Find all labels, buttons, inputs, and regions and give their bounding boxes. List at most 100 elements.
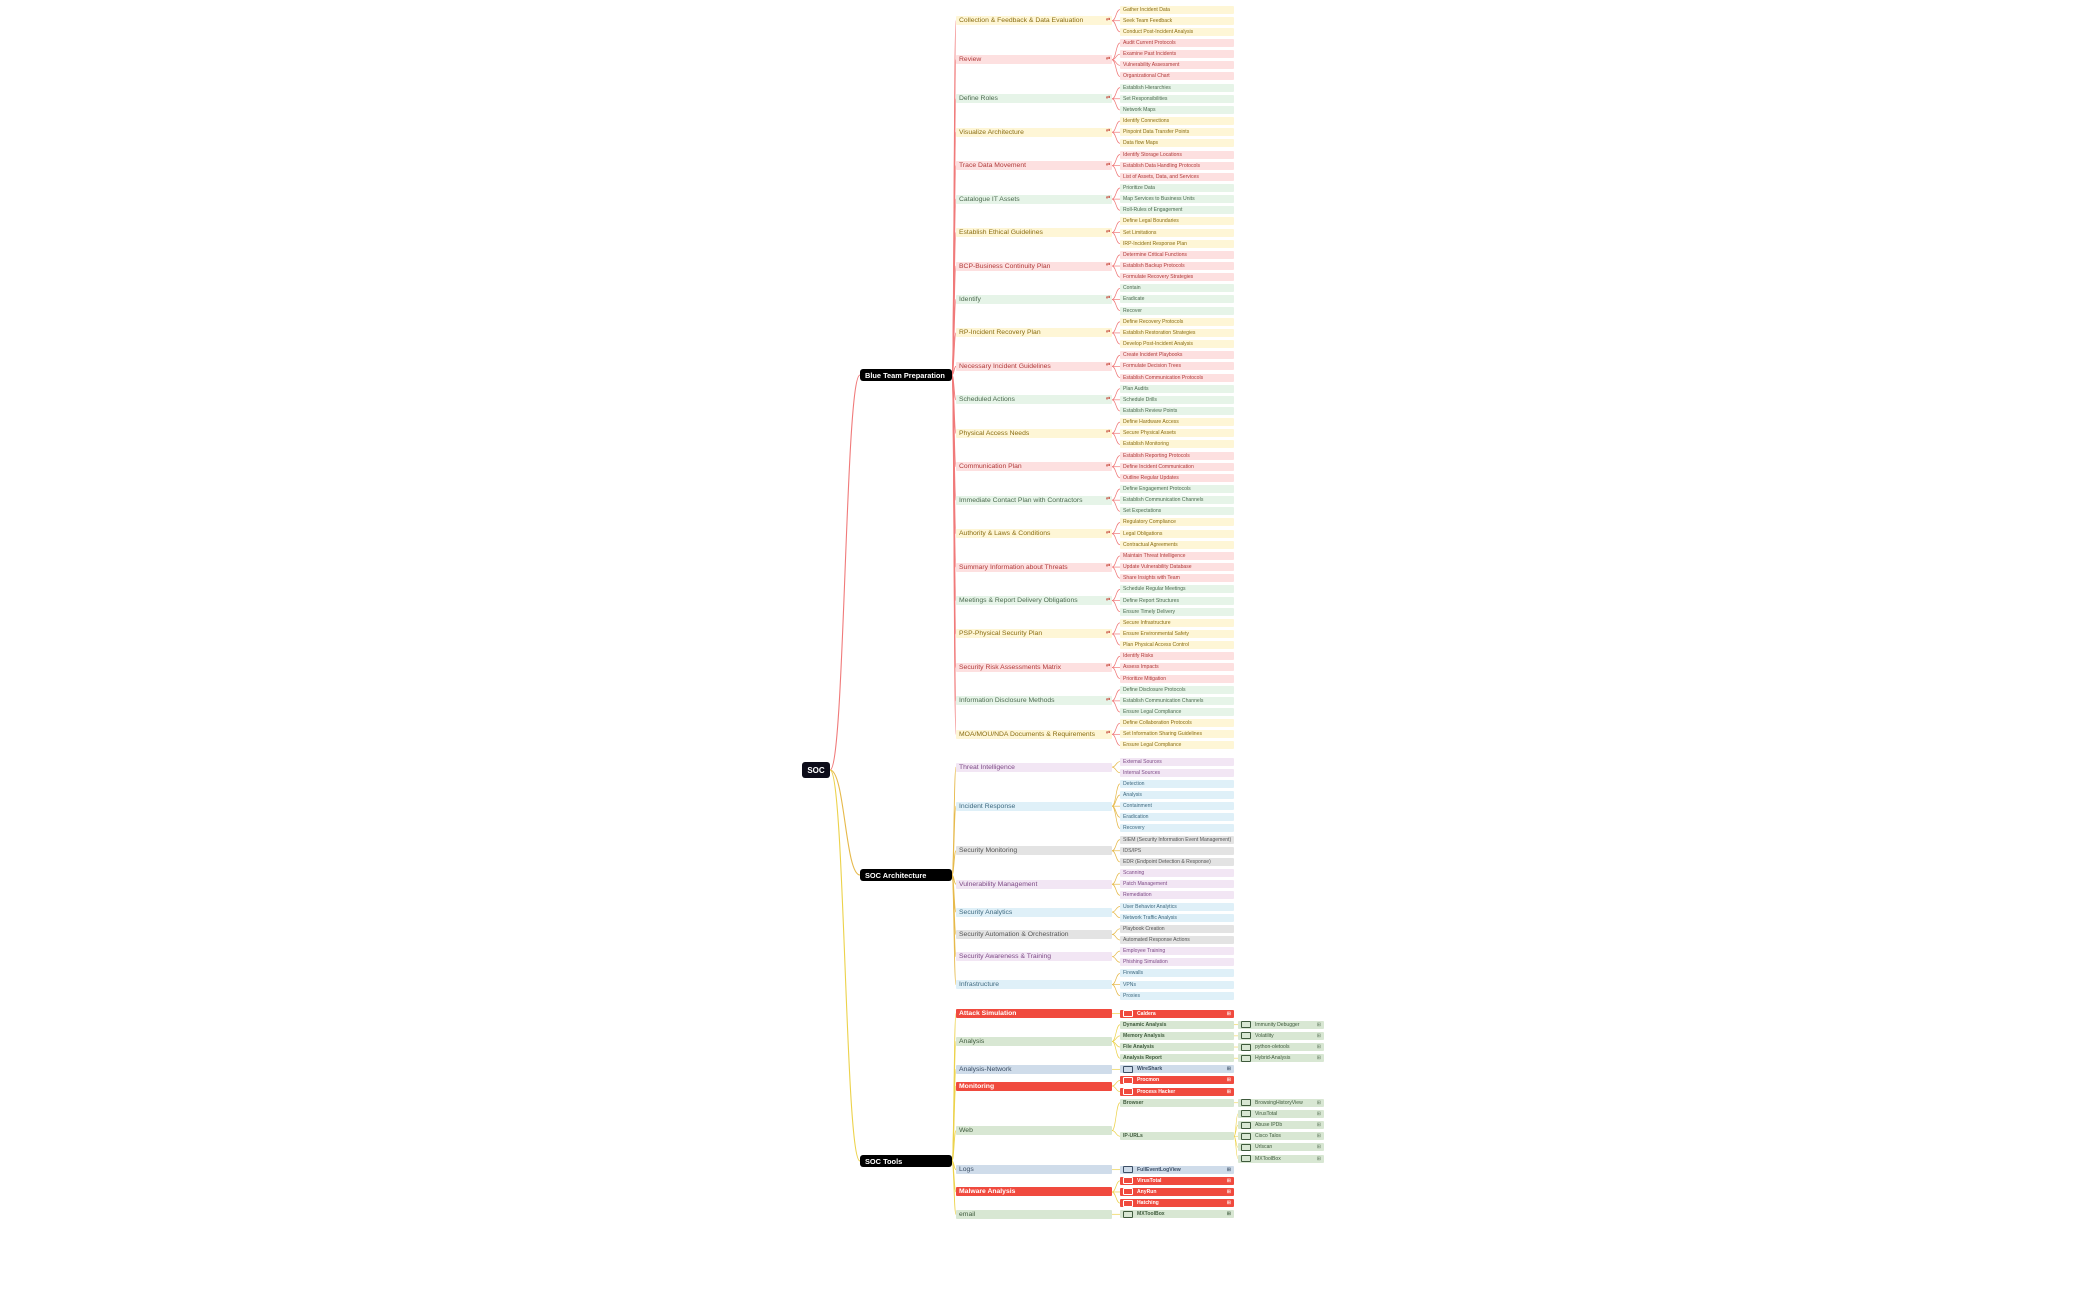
topic-infrastructure[interactable]: Infrastructure xyxy=(956,980,1112,990)
topic-authority-laws-conditions[interactable]: Authority & Laws & Conditions xyxy=(956,529,1112,539)
subtopic-vulnerability-assessment[interactable]: Vulnerability Assessment xyxy=(1120,61,1234,70)
subtopic-ids-ips[interactable]: IDS/IPS xyxy=(1120,846,1234,855)
tool-hybrid-analysis[interactable]: ⊞Hybrid-Analysis xyxy=(1238,1054,1324,1063)
subtopic-examine-past-incidents[interactable]: Examine Past Incidents xyxy=(1120,50,1234,59)
subtopic-pinpoint-data-transfer-points[interactable]: Pinpoint Data Transfer Points xyxy=(1120,128,1234,137)
subtopic-define-recovery-protocols[interactable]: Define Recovery Protocols xyxy=(1120,317,1234,326)
subtopic-establish-review-points[interactable]: Establish Review Points xyxy=(1120,406,1234,415)
subtopic-create-incident-playbooks[interactable]: Create Incident Playbooks xyxy=(1120,351,1234,360)
subtopic-fulleventlogview[interactable]: ⊞FullEventLogView xyxy=(1120,1165,1234,1174)
subtopic-siem-security-information-event-management[interactable]: SIEM (Security Information Event Managem… xyxy=(1120,835,1234,844)
topic-immediate-contact-plan-with-contractors[interactable]: Immediate Contact Plan with Contractors xyxy=(956,495,1112,505)
topic-analysis-network[interactable]: Analysis-Network xyxy=(956,1064,1112,1074)
tool-abuse-ipdb[interactable]: ⊞Abuse IPDb xyxy=(1238,1121,1324,1130)
tool-cisco-talos[interactable]: ⊞Cisco Talos xyxy=(1238,1132,1324,1141)
subtopic-wireshark[interactable]: ⊞WireShark xyxy=(1120,1065,1234,1074)
subtopic-recovery[interactable]: Recovery xyxy=(1120,824,1234,833)
subtopic-define-collaboration-protocols[interactable]: Define Collaboration Protocols xyxy=(1120,719,1234,728)
topic-logs[interactable]: Logs xyxy=(956,1165,1112,1175)
subtopic-phishing-simulation[interactable]: Phishing Simulation xyxy=(1120,958,1234,967)
subtopic-proxies[interactable]: Proxies xyxy=(1120,991,1234,1000)
subtopic-set-information-sharing-guidelines[interactable]: Set Information Sharing Guidelines xyxy=(1120,730,1234,739)
topic-catalogue-it-assets[interactable]: Catalogue IT Assets xyxy=(956,194,1112,204)
subtopic-establish-reporting-protocols[interactable]: Establish Reporting Protocols xyxy=(1120,451,1234,460)
subtopic-ensure-legal-compliance[interactable]: Ensure Legal Compliance xyxy=(1120,741,1234,750)
subtopic-develop-post-incident-analysis[interactable]: Develop Post-Incident Analysis xyxy=(1120,340,1234,349)
subtopic-hatching[interactable]: ⊞Hatching xyxy=(1120,1199,1234,1208)
topic-malware-analysis[interactable]: Malware Analysis xyxy=(956,1187,1112,1197)
subtopic-set-limitations[interactable]: Set Limitations xyxy=(1120,228,1234,237)
subtopic-list-of-assets-data-and-services[interactable]: List of Assets, Data, and Services xyxy=(1120,172,1234,181)
subtopic-establish-communication-channels[interactable]: Establish Communication Channels xyxy=(1120,696,1234,705)
topic-moa-mou-nda-documents-requirements[interactable]: MOA/MOU/NDA Documents & Requirements xyxy=(956,729,1112,739)
topic-scheduled-actions[interactable]: Scheduled Actions xyxy=(956,395,1112,405)
subtopic-eradication[interactable]: Eradication xyxy=(1120,813,1234,822)
subtopic-define-legal-boundaries[interactable]: Define Legal Boundaries xyxy=(1120,217,1234,226)
subtopic-establish-monitoring[interactable]: Establish Monitoring xyxy=(1120,440,1234,449)
topic-collection-feedback-data-evaluation[interactable]: Collection & Feedback & Data Evaluation xyxy=(956,16,1112,26)
subtopic-determine-critical-functions[interactable]: Determine Critical Functions xyxy=(1120,250,1234,259)
subtopic-remediation[interactable]: Remediation xyxy=(1120,891,1234,900)
tool-immunity-debugger[interactable]: ⊞Immunity Debugger xyxy=(1238,1020,1324,1029)
subtopic-memory-analysis[interactable]: Memory Analysis xyxy=(1120,1031,1234,1040)
subtopic-containment[interactable]: Containment xyxy=(1120,802,1234,811)
topic-incident-response[interactable]: Incident Response xyxy=(956,801,1112,811)
subtopic-define-disclosure-protocols[interactable]: Define Disclosure Protocols xyxy=(1120,685,1234,694)
topic-rp-incident-recovery-plan[interactable]: RP-Incident Recovery Plan xyxy=(956,328,1112,338)
subtopic-anyrun[interactable]: ⊞AnyRun xyxy=(1120,1187,1234,1196)
subtopic-secure-physical-assets[interactable]: Secure Physical Assets xyxy=(1120,429,1234,438)
branch-soc-tools[interactable]: SOC Tools xyxy=(860,1155,952,1167)
subtopic-irp-incident-response-plan[interactable]: IRP-Incident Response Plan xyxy=(1120,239,1234,248)
subtopic-automated-response-actions[interactable]: Automated Response Actions xyxy=(1120,935,1234,944)
subtopic-gather-incident-data[interactable]: Gather Incident Data xyxy=(1120,5,1234,14)
subtopic-establish-backup-protocols[interactable]: Establish Backup Protocols xyxy=(1120,262,1234,271)
topic-threat-intelligence[interactable]: Threat Intelligence xyxy=(956,762,1112,772)
topic-security-risk-assessments-matrix[interactable]: Security Risk Assessments Matrix xyxy=(956,662,1112,672)
subtopic-analysis[interactable]: Analysis xyxy=(1120,791,1234,800)
subtopic-formulate-recovery-strategies[interactable]: Formulate Recovery Strategies xyxy=(1120,273,1234,282)
topic-visualize-architecture[interactable]: Visualize Architecture xyxy=(956,127,1112,137)
subtopic-define-hardware-access[interactable]: Define Hardware Access xyxy=(1120,418,1234,427)
topic-analysis[interactable]: Analysis xyxy=(956,1036,1112,1046)
subtopic-file-analysis[interactable]: File Analysis xyxy=(1120,1043,1234,1052)
topic-trace-data-movement[interactable]: Trace Data Movement xyxy=(956,161,1112,171)
subtopic-analysis-report[interactable]: Analysis Report xyxy=(1120,1054,1234,1063)
subtopic-ensure-timely-delivery[interactable]: Ensure Timely Delivery xyxy=(1120,607,1234,616)
topic-security-monitoring[interactable]: Security Monitoring xyxy=(956,846,1112,856)
subtopic-roll-rules-of-engagement[interactable]: Roll-Rules of Engagement xyxy=(1120,206,1234,215)
subtopic-caldera[interactable]: ⊞Caldera xyxy=(1120,1009,1234,1018)
subtopic-seek-team-feedback[interactable]: Seek Team Feedback xyxy=(1120,16,1234,25)
subtopic-detection[interactable]: Detection xyxy=(1120,779,1234,788)
subtopic-establish-hierarchies[interactable]: Establish Hierarchies xyxy=(1120,83,1234,92)
subtopic-plan-physical-access-control[interactable]: Plan Physical Access Control xyxy=(1120,641,1234,650)
subtopic-procmon[interactable]: ⊞Procmon xyxy=(1120,1076,1234,1085)
subtopic-establish-data-handling-protocols[interactable]: Establish Data Handling Protocols xyxy=(1120,161,1234,170)
tool-volatility[interactable]: ⊞Volatility xyxy=(1238,1031,1324,1040)
subtopic-eradicate[interactable]: Eradicate xyxy=(1120,295,1234,304)
subtopic-user-behavior-analytics[interactable]: User Behavior Analytics xyxy=(1120,902,1234,911)
topic-information-disclosure-methods[interactable]: Information Disclosure Methods xyxy=(956,696,1112,706)
subtopic-outline-regular-updates[interactable]: Outline Regular Updates xyxy=(1120,473,1234,482)
topic-attack-simulation[interactable]: Attack Simulation xyxy=(956,1009,1112,1019)
topic-communication-plan[interactable]: Communication Plan xyxy=(956,462,1112,472)
subtopic-establish-restoration-strategies[interactable]: Establish Restoration Strategies xyxy=(1120,328,1234,337)
branch-soc-architecture[interactable]: SOC Architecture xyxy=(860,869,952,881)
subtopic-prioritize-data[interactable]: Prioritize Data xyxy=(1120,183,1234,192)
tool-mxtoolbox[interactable]: ⊞MXToolBox xyxy=(1238,1154,1324,1163)
subtopic-contain[interactable]: Contain xyxy=(1120,284,1234,293)
topic-establish-ethical-guidelines[interactable]: Establish Ethical Guidelines xyxy=(956,228,1112,238)
topic-security-automation-orchestration[interactable]: Security Automation & Orchestration xyxy=(956,929,1112,939)
subtopic-network-traffic-analysis[interactable]: Network Traffic Analysis xyxy=(1120,913,1234,922)
subtopic-audit-current-protocols[interactable]: Audit Current Protocols xyxy=(1120,39,1234,48)
subtopic-scanning[interactable]: Scanning xyxy=(1120,869,1234,878)
subtopic-playbook-creation[interactable]: Playbook Creation xyxy=(1120,924,1234,933)
topic-necessary-incident-guidelines[interactable]: Necessary Incident Guidelines xyxy=(956,361,1112,371)
subtopic-ensure-legal-compliance[interactable]: Ensure Legal Compliance xyxy=(1120,708,1234,717)
topic-vulnerability-management[interactable]: Vulnerability Management xyxy=(956,879,1112,889)
topic-summary-information-about-threats[interactable]: Summary Information about Threats xyxy=(956,562,1112,572)
subtopic-plan-audits[interactable]: Plan Audits xyxy=(1120,384,1234,393)
subtopic-browser[interactable]: Browser xyxy=(1120,1098,1234,1107)
tool-urlscan[interactable]: ⊞Urlscan xyxy=(1238,1143,1324,1152)
subtopic-firewalls[interactable]: Firewalls xyxy=(1120,969,1234,978)
subtopic-assess-impacts[interactable]: Assess Impacts xyxy=(1120,663,1234,672)
